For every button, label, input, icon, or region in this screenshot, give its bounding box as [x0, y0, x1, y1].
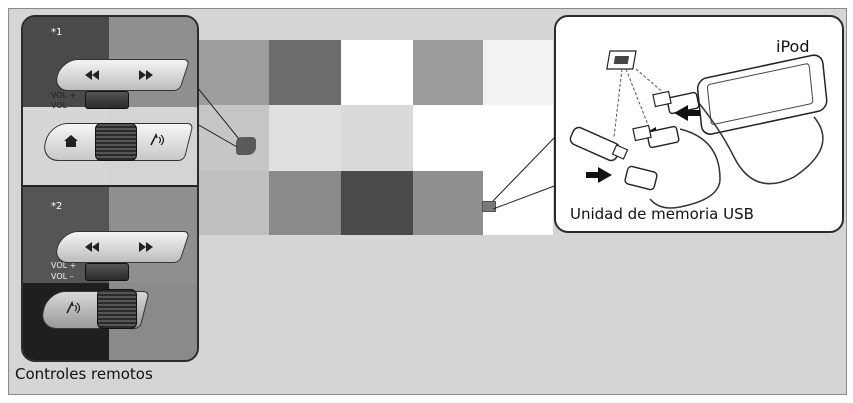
usb-memory-label: Unidad de memoria USB: [570, 205, 754, 223]
skip-forward-icon: [135, 67, 157, 81]
arrow-icon: [586, 167, 612, 183]
callout-line: [197, 124, 237, 147]
variant-marker-1: *1: [51, 27, 62, 38]
usb-plug-adapter: [633, 125, 679, 147]
skip-back-icon: [81, 239, 103, 253]
skip-back-icon: [81, 67, 103, 81]
callout-line: [493, 137, 555, 201]
usb-socket-adapter: [624, 166, 657, 191]
skip-switch-variant-2: [52, 231, 190, 263]
volume-down-label: VOL –: [51, 101, 74, 110]
volume-down-label-variant-2: VOL –: [51, 272, 74, 281]
usb-port-icon: [607, 51, 636, 69]
variant-marker-2: *2: [51, 201, 62, 212]
skip-switch: [52, 59, 190, 91]
volume-up-label-variant-2: VOL +: [51, 261, 76, 270]
figure-frame: *1 *2 VOL + VOL –: [8, 8, 847, 395]
ipod-device: [697, 53, 828, 136]
voice-command-icon: [63, 299, 81, 317]
skip-forward-icon: [135, 239, 157, 253]
guide-line: [636, 69, 666, 95]
remote-controls-callout: *1 *2 VOL + VOL –: [21, 15, 199, 362]
callout-line: [197, 87, 239, 139]
remote-controls-label: Controles remotos: [15, 365, 153, 383]
voice-command-icon: [147, 131, 165, 149]
callout-line: [493, 185, 557, 209]
selector-wheel-variant-2: [97, 289, 137, 329]
selector-wheel: [95, 123, 137, 161]
guide-line: [614, 69, 622, 137]
volume-rocker: [85, 91, 129, 109]
volume-rocker-variant-2: [85, 263, 129, 281]
ipod-label: iPod: [776, 37, 809, 56]
volume-up-label: VOL +: [51, 91, 76, 100]
home-icon: [63, 133, 79, 147]
usb-memory-stick: [569, 126, 628, 163]
usb-connection-callout: iPod Unidad de memoria USB: [554, 15, 844, 233]
